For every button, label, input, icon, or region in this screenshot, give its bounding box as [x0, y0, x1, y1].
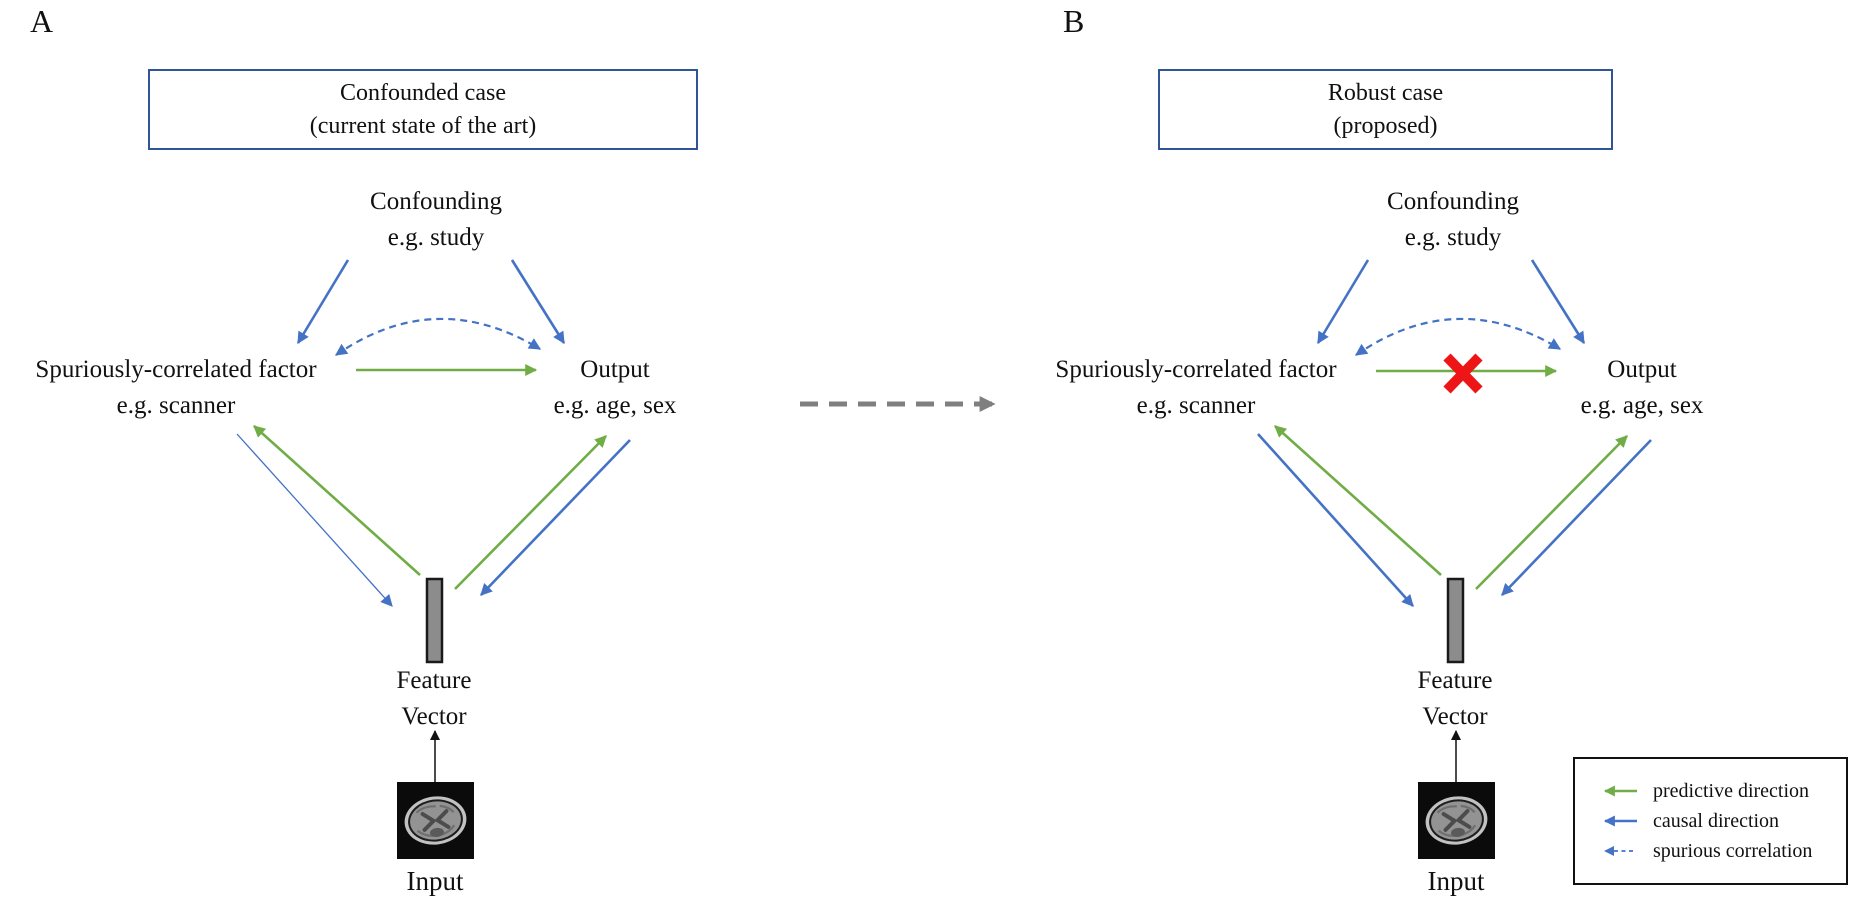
legend-label-predictive: predictive direction [1653, 780, 1810, 802]
factor-node-a-line2: e.g. scanner [116, 392, 236, 419]
feature-vector-label-b-line1: Feature [1417, 667, 1493, 694]
feature-vector-glyph-b [1446, 577, 1465, 664]
panel-a-label: A [30, 3, 54, 39]
feature-vector-label-a-line1: Feature [396, 667, 472, 694]
panel-b-graph [1257, 259, 1652, 859]
confounding-node-b: Confounding e.g. study [1387, 184, 1519, 256]
causal-arrow-factor-to-features-b [1257, 433, 1414, 607]
legend-label-causal: causal direction [1653, 810, 1780, 832]
input-label-b: Input [1427, 866, 1485, 896]
confounding-node-a-line1: Confounding [370, 188, 502, 215]
output-node-a-line2: e.g. age, sex [553, 392, 677, 419]
output-node-a: Output e.g. age, sex [554, 352, 677, 424]
factor-node-a-line1: Spuriously-correlated factor [35, 356, 317, 383]
legend-row-spurious: spurious correlation [1593, 840, 1836, 862]
feature-vector-label-a: Feature Vector [397, 663, 472, 735]
predictive-arrow-features-to-factor-a [253, 425, 421, 576]
feature-vector-label-a-line2: Vector [401, 703, 467, 730]
panel-a-title-box: Confounded case (current state of the ar… [148, 69, 698, 150]
feature-vector-label-b-line2: Vector [1422, 703, 1488, 730]
predictive-arrow-icon [1603, 785, 1637, 797]
causal-arrow-confounding-to-output-a [510, 259, 566, 345]
feature-vector-label-b: Feature Vector [1418, 663, 1493, 735]
legend-box: predictive direction causal direction [1573, 757, 1848, 885]
confounding-node-a: Confounding e.g. study [370, 184, 502, 256]
factor-node-a: Spuriously-correlated factor e.g. scanne… [35, 352, 316, 424]
panel-b-title-line2: (proposed) [1333, 112, 1438, 139]
causal-arrow-icon [1603, 815, 1637, 827]
spurious-correlation-arc-b [1355, 317, 1562, 356]
predictive-arrow-features-to-output-a [454, 435, 607, 590]
feature-vector-glyph-a [425, 577, 444, 664]
legend-row-predictive: predictive direction [1593, 780, 1836, 802]
causal-arrow-output-to-features-b [1501, 439, 1652, 596]
confounding-node-b-line2: e.g. study [1404, 224, 1502, 251]
predictive-arrow-features-to-factor-b [1274, 425, 1442, 576]
output-node-a-line1: Output [580, 356, 650, 383]
causal-arrow-factor-to-features-a [236, 433, 393, 607]
output-node-b-line1: Output [1607, 356, 1677, 383]
output-node-b-line2: e.g. age, sex [1580, 392, 1704, 419]
predictive-arrow-features-to-output-b [1475, 435, 1628, 590]
factor-node-b-line2: e.g. scanner [1136, 392, 1256, 419]
legend-label-spurious: spurious correlation [1653, 840, 1813, 862]
panel-a-title-line1: Confounded case [340, 79, 506, 106]
causal-arrow-confounding-to-factor-a [296, 259, 350, 345]
blocked-path-cross-icon [1443, 353, 1483, 394]
causal-arrow-confounding-to-output-b [1530, 259, 1586, 345]
panel-b-title-line1: Robust case [1327, 79, 1444, 106]
factor-node-b-line1: Spuriously-correlated factor [1055, 356, 1337, 383]
confounding-node-b-line1: Confounding [1387, 188, 1519, 215]
spurious-correlation-arc-a [335, 317, 542, 356]
panel-b-label: B [1063, 3, 1085, 39]
output-node-b: Output e.g. age, sex [1581, 352, 1704, 424]
input-label-a: Input [406, 866, 464, 896]
legend-row-causal: causal direction [1593, 810, 1836, 832]
spurious-correlation-arrow-icon [1604, 846, 1633, 856]
causal-arrow-output-to-features-a [480, 439, 631, 596]
panel-b-title-box: Robust case (proposed) [1158, 69, 1613, 150]
panel-a-title-line2: (current state of the art) [309, 112, 537, 139]
confounding-node-a-line2: e.g. study [387, 224, 485, 251]
brain-mri-image-b [1418, 782, 1495, 859]
factor-node-b: Spuriously-correlated factor e.g. scanne… [1055, 352, 1336, 424]
brain-mri-image-a [397, 782, 474, 859]
panel-a-graph [236, 259, 631, 859]
causal-arrow-confounding-to-factor-b [1316, 259, 1370, 345]
